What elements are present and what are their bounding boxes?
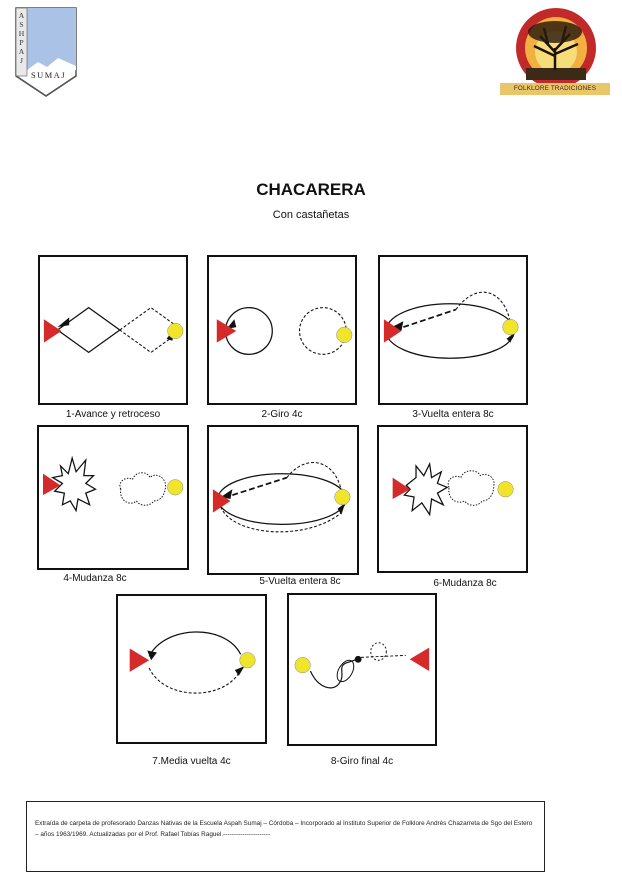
folklore-tradiciones-logo [500,6,612,96]
figure-3-caption: 3-Vuelta entera 8c [412,409,494,420]
figure-8-diagram [287,593,437,746]
figure-7-diagram [116,594,267,744]
page-subtitle: Con castañetas [272,209,350,221]
figure-4-diagram [37,425,189,570]
logo-vertical-text: ASHPAJ [17,11,26,65]
figure-1-caption: 1-Avance y retroceso [65,409,161,420]
logo-horizontal-text: SUMAJ [31,71,66,80]
page-title: CHACARERA [256,180,366,199]
ashpaj-sumaj-logo [15,7,77,97]
figure-8-caption: 8-Giro final 4c [330,756,394,767]
figure-2-diagram [207,255,357,405]
figure-6-diagram [377,425,528,573]
figure-5-caption: 5-Vuelta entera 8c [259,576,341,587]
figure-4-caption: 4-Mudanza 8c [63,573,127,584]
figure-1-diagram [38,255,188,405]
figure-5-diagram [207,425,359,575]
figure-6-caption: 6-Mudanza 8c [433,578,497,589]
footer-credit-box: Extraída de carpeta de profesorado Danza… [26,801,545,872]
footer-credit-text: Extraída de carpeta de profesorado Danza… [35,820,533,838]
figure-3-diagram [378,255,528,405]
figure-2-caption: 2-Giro 4c [261,409,303,420]
figure-7-caption: 7.Media vuelta 4c [152,756,231,767]
folklore-tradiciones-label: FOLKLORE TRADICIONES [500,83,610,95]
